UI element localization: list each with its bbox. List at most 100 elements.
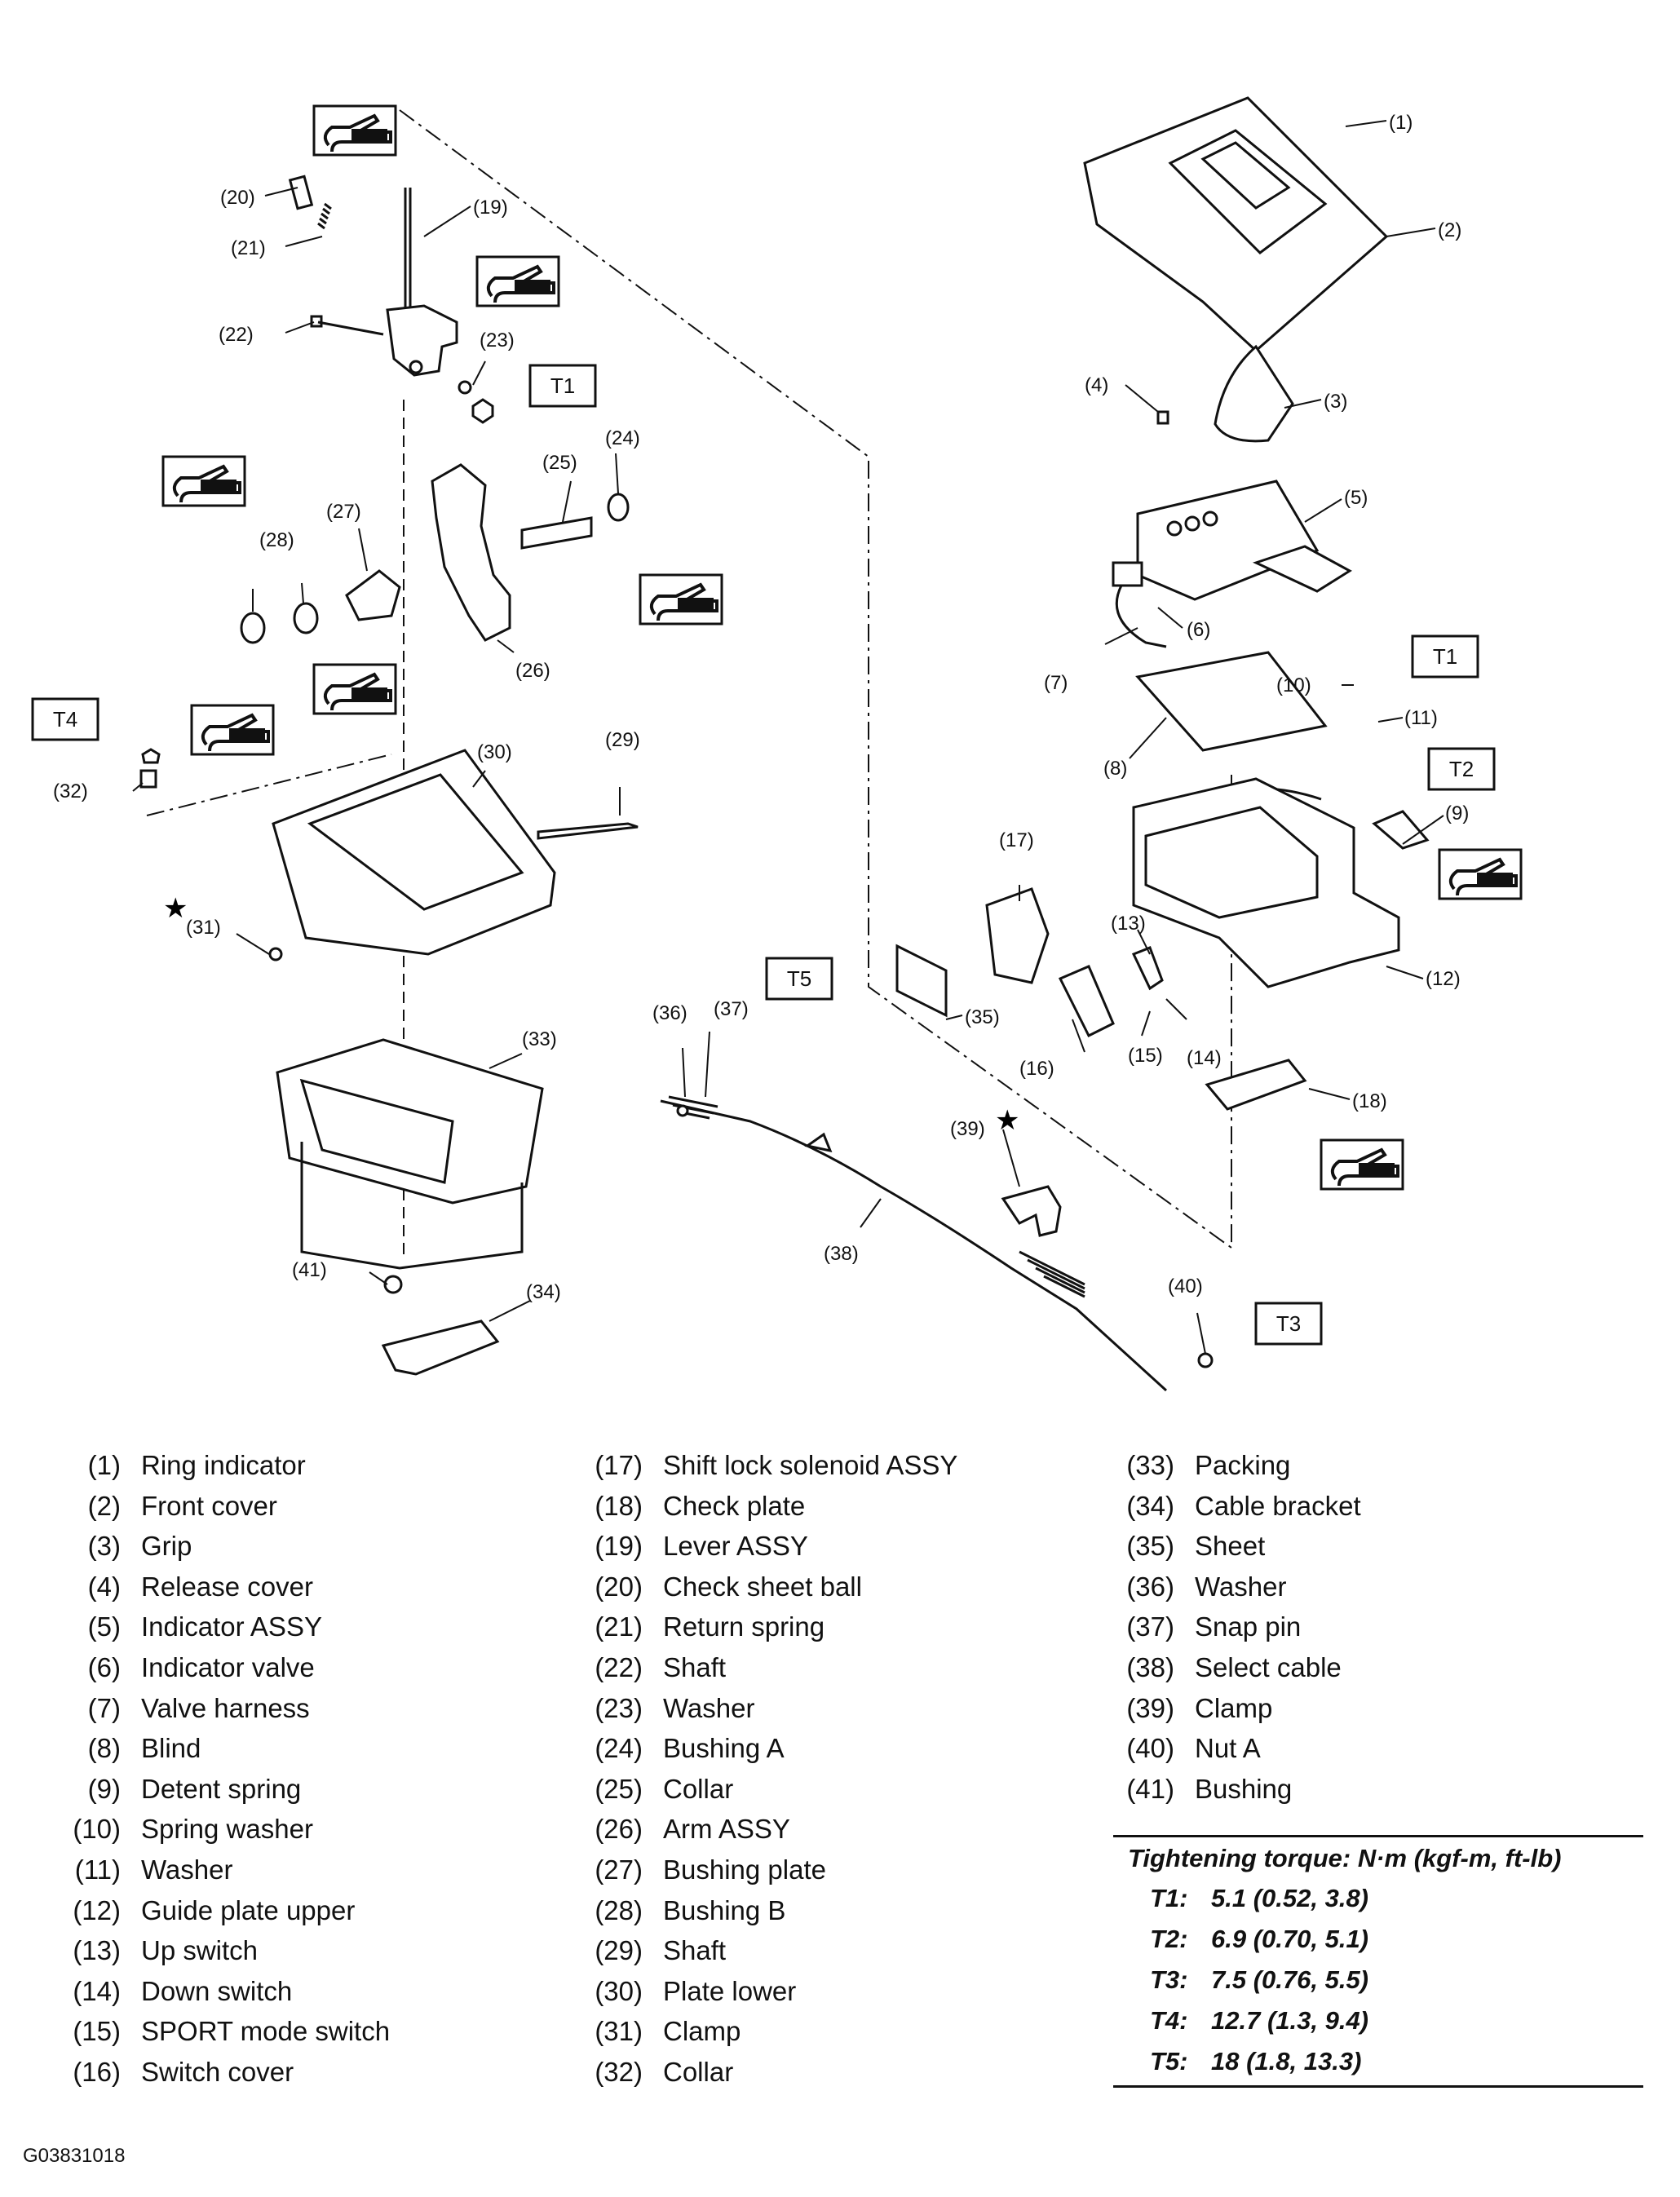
torque-row: T4: 12.7 (1.3, 9.4)	[1113, 2000, 1643, 2041]
torque-value: 5.1 (0.52, 3.8)	[1211, 1884, 1369, 1912]
legend-item-number: (19)	[595, 1531, 643, 1562]
legend-item: (40)Nut A	[1103, 1728, 1361, 1769]
torque-key: T5:	[1150, 2047, 1188, 2075]
torque-row: T1:5.1 (0.52, 3.8)	[1113, 1878, 1643, 1919]
torque-value: 7.5 (0.76, 5.5)	[1211, 1965, 1369, 1994]
legend-item-number: (40)	[1126, 1733, 1174, 1764]
legend-item-number: (31)	[595, 2016, 643, 2047]
grease-icon	[161, 455, 246, 507]
legend-item: (13)Up switch	[49, 1930, 390, 1971]
legend-item-name: Check plate	[663, 1490, 806, 1521]
callout-24: (24)	[605, 427, 640, 449]
legend-item-number: (3)	[87, 1531, 121, 1562]
legend-item: (21)Return spring	[571, 1607, 957, 1647]
legend-column-1: (1)Ring indicator(2)Front cover(3)Grip(4…	[49, 1445, 390, 2093]
legend-item: (18)Check plate	[571, 1486, 957, 1527]
legend-item-number: (16)	[73, 2056, 121, 2087]
callout-12: (12)	[1426, 968, 1461, 990]
torque-value: 6.9 (0.70, 5.1)	[1211, 1925, 1369, 1953]
torque-row: T2:6.9 (0.70, 5.1)	[1113, 1919, 1643, 1960]
callout-34: (34)	[526, 1281, 561, 1303]
legend-item: (34)Cable bracket	[1103, 1486, 1361, 1527]
callout-22: (22)	[219, 324, 254, 346]
exploded-parts-diagram: T1 T1 T2 T3 T4 T5 (1) (2)	[31, 96, 1523, 1392]
grease-icon	[1438, 848, 1523, 900]
legend-item-name: Guide plate upper	[141, 1894, 356, 1925]
callout-6: (6)	[1187, 619, 1210, 641]
legend-item-name: Release cover	[141, 1571, 313, 1602]
legend-item-name: Blind	[141, 1733, 201, 1764]
callout-10: (10)	[1276, 674, 1311, 696]
legend-item-number: (37)	[1126, 1611, 1174, 1642]
legend-item: (12) Guide plate upper	[49, 1890, 390, 1931]
grease-icon	[312, 104, 397, 157]
legend-item-number: (1)	[87, 1450, 121, 1480]
legend-item-name: Washer	[663, 1692, 755, 1723]
callout-15: (15)	[1128, 1045, 1163, 1067]
legend-item-number: (24)	[595, 1733, 643, 1764]
callout-18: (18)	[1352, 1090, 1387, 1112]
torque-box-t2: T2	[1427, 747, 1496, 791]
callout-2: (2)	[1438, 219, 1461, 241]
arm-assy-part	[240, 463, 630, 644]
legend-item-name: Washer	[141, 1854, 233, 1885]
callout-35: (35)	[965, 1006, 1000, 1028]
legend-item-number: (28)	[595, 1894, 643, 1925]
torque-key: T4:	[1150, 2006, 1188, 2035]
callout-13: (13)	[1111, 913, 1146, 935]
torque-value: 18 (1.8, 13.3)	[1211, 2047, 1362, 2075]
torque-value: 12.7 (1.3, 9.4)	[1211, 2006, 1369, 2035]
svg-text:T1: T1	[1433, 644, 1457, 669]
legend-item-name: Indicator valve	[141, 1651, 315, 1682]
assembly-boundary-line	[146, 109, 1232, 1249]
torque-row: T5: 18 (1.8, 13.3)	[1113, 2041, 1643, 2082]
legend-item-name: Return spring	[663, 1611, 825, 1642]
callout-33: (33)	[522, 1028, 557, 1050]
callout-16: (16)	[1019, 1058, 1054, 1080]
legend-item-number: (23)	[595, 1692, 643, 1723]
legend-item-name: Washer	[1195, 1571, 1287, 1602]
legend-item-name: Collar	[663, 1773, 734, 1804]
callout-1: (1)	[1389, 112, 1413, 134]
legend-item-number: (10)	[73, 1814, 121, 1845]
legend-item: (33)Packing	[1103, 1445, 1361, 1486]
callout-20: (20)	[220, 187, 255, 209]
legend-item-number: (33)	[1126, 1450, 1174, 1480]
legend-item-number: (41)	[1126, 1773, 1174, 1804]
legend-item-number: (5)	[87, 1611, 121, 1642]
callout-17: (17)	[999, 829, 1034, 851]
legend-item-name: Bushing	[1195, 1773, 1293, 1804]
legend-item: (4) Release cover	[49, 1567, 390, 1607]
callout-4: (4)	[1085, 374, 1108, 396]
legend-item: (8)Blind	[49, 1728, 390, 1769]
legend-item: (6)Indicator valve	[49, 1647, 390, 1688]
callout-14: (14)	[1187, 1047, 1222, 1069]
legend-item-number: (15)	[73, 2016, 121, 2047]
legend-item: (17)Shift lock solenoid ASSY	[571, 1445, 957, 1486]
legend-item-name: Cable bracket	[1195, 1490, 1361, 1521]
legend-item-number: (29)	[595, 1935, 643, 1966]
legend-item: (3)Grip	[49, 1526, 390, 1567]
torque-title: Tightening torque: N·m (kgf-m, ft-lb)	[1113, 1835, 1643, 1878]
callout-37: (37)	[714, 998, 749, 1020]
star-mark: ★	[995, 1104, 1019, 1137]
torque-box-t4: T4	[31, 697, 99, 741]
callout-36: (36)	[652, 1002, 687, 1024]
legend-item: (14)Down switch	[49, 1971, 390, 2012]
legend-item: (24)Bushing A	[571, 1728, 957, 1769]
legend-item: (23) Washer	[571, 1688, 957, 1729]
torque-box-t3: T3	[1254, 1302, 1323, 1346]
callout-3: (3)	[1324, 391, 1347, 413]
select-cable-part	[660, 1095, 1214, 1392]
callout-39: (39)	[950, 1118, 985, 1140]
legend-item-name: Snap pin	[1195, 1611, 1302, 1642]
grease-icon	[475, 255, 560, 307]
callout-8: (8)	[1103, 758, 1127, 780]
legend-item: (30)Plate lower	[571, 1971, 957, 2012]
legend-item-number: (9)	[87, 1773, 121, 1804]
callout-29: (29)	[605, 729, 640, 751]
callout-26: (26)	[515, 660, 550, 682]
torque-box-t1-b: T1	[1411, 634, 1479, 679]
legend-item-number: (12)	[73, 1894, 121, 1925]
legend-item-number: (4)	[87, 1571, 121, 1602]
